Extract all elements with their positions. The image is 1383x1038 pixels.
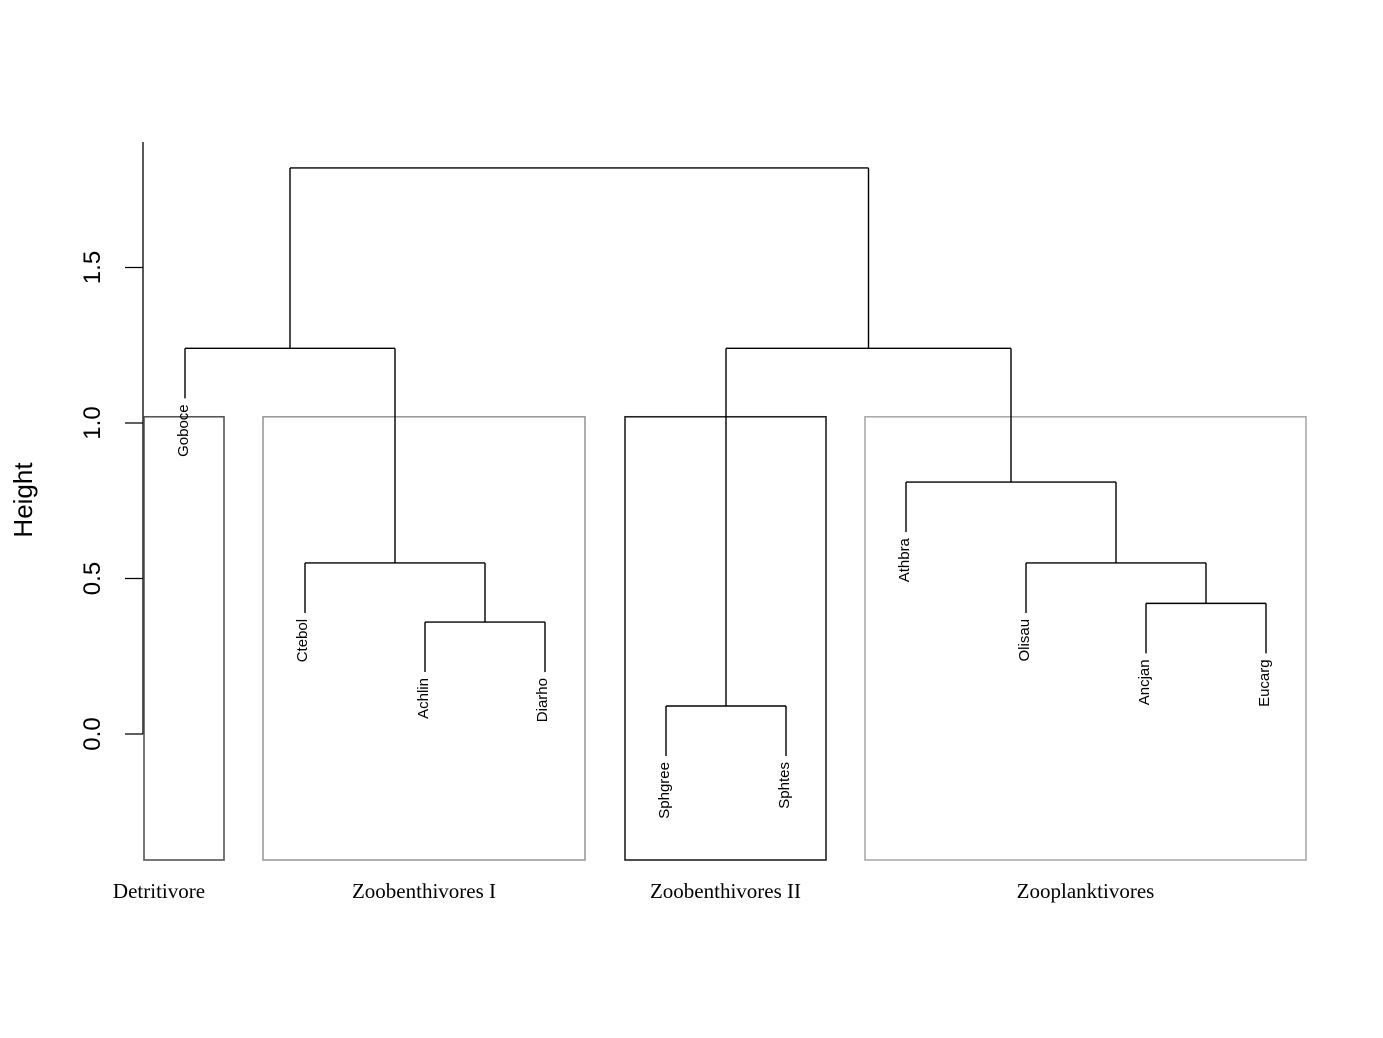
y-tick-label: 1.5 [79,251,106,284]
y-axis: 0.0 0.5 1.0 1.5 [79,142,144,751]
y-tick-label: 0.0 [79,717,106,750]
cluster-box [143,415,225,861]
dendrogram-branches [184,167,1267,757]
cluster-box [864,415,1307,861]
leaf-label: Eucarg [1256,659,1273,707]
leaf-label: Ctebol [294,619,311,662]
cluster-labels: Detritivore Zoobenthivores I Zoobenthivore… [113,879,1154,903]
cluster-boxes [143,415,1307,861]
y-axis-title: Height [8,462,38,538]
cluster-box [262,415,586,861]
cluster-label: Detritivore [113,879,205,903]
leaf-label: Diarho [534,678,551,722]
leaf-label: Ancjan [1136,659,1153,705]
cluster-label: Zoobenthivores I [352,879,496,903]
leaf-label: Olisau [1016,619,1033,662]
cluster-label: Zooplanktivores [1017,879,1155,903]
leaf-label: Sphgree [656,762,673,819]
leaf-label: Athbra [896,537,913,582]
leaf-label: Achlin [415,678,432,719]
y-tick-label: 0.5 [79,562,106,595]
leaf-label: Sphtes [776,762,793,809]
y-tick-label: 1.0 [79,406,106,439]
leaf-label: Goboce [175,404,192,457]
cluster-label: Zoobenthivores II [650,879,801,903]
